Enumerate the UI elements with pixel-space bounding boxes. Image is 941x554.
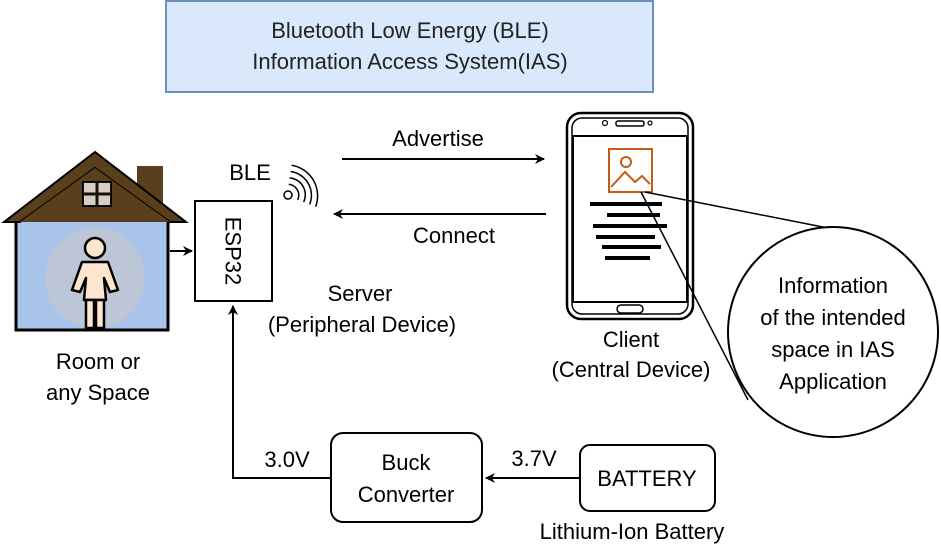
client-label-line-2: (Central Device) (552, 357, 711, 382)
room-label-line-1: Room or (56, 349, 140, 374)
esp32-box: ESP32 (194, 200, 273, 302)
callout-line-bottom (640, 191, 749, 401)
voltage-esp-label: 3.0V (264, 447, 310, 472)
esp32-label: ESP32 (221, 217, 246, 286)
screen-text-lines (590, 202, 667, 260)
title-line-2: Information Access System(IAS) (252, 49, 567, 74)
info-line-2: of the intended (760, 305, 906, 330)
house-icon (1, 150, 189, 332)
battery-label: BATTERY (597, 466, 697, 491)
buck-converter-box: Buck Converter (330, 432, 483, 523)
title-line-1: Bluetooth Low Energy (BLE) (271, 18, 549, 43)
info-line-3: space in IAS (771, 337, 895, 362)
advertise-label: Advertise (392, 126, 484, 151)
buck-to-esp-arrow (228, 305, 330, 479)
house-window-icon (82, 181, 112, 207)
buck-label-line-2: Converter (358, 482, 455, 507)
smartphone-icon (565, 111, 695, 321)
callout-line-top (644, 191, 829, 229)
wifi-signal-icon (283, 164, 319, 208)
image-icon (608, 148, 653, 193)
battery-box: BATTERY (579, 444, 716, 512)
battery-caption: Lithium-Ion Battery (540, 519, 725, 544)
info-bubble: Information of the intended space in IAS… (727, 226, 939, 438)
info-line-1: Information (778, 273, 888, 298)
ble-label: BLE (229, 160, 271, 185)
room-label-line-2: any Space (46, 380, 150, 405)
server-label-line-1: Server (328, 281, 393, 306)
server-label-line-2: (Peripheral Device) (268, 312, 456, 337)
voltage-battery-label: 3.7V (511, 446, 557, 471)
client-label-line-1: Client (603, 327, 659, 352)
title-box: Bluetooth Low Energy (BLE) Information A… (165, 0, 654, 93)
info-line-4: Application (779, 369, 887, 394)
person-icon (70, 236, 120, 330)
buck-label-line-1: Buck (382, 450, 432, 475)
connect-label: Connect (413, 223, 495, 248)
